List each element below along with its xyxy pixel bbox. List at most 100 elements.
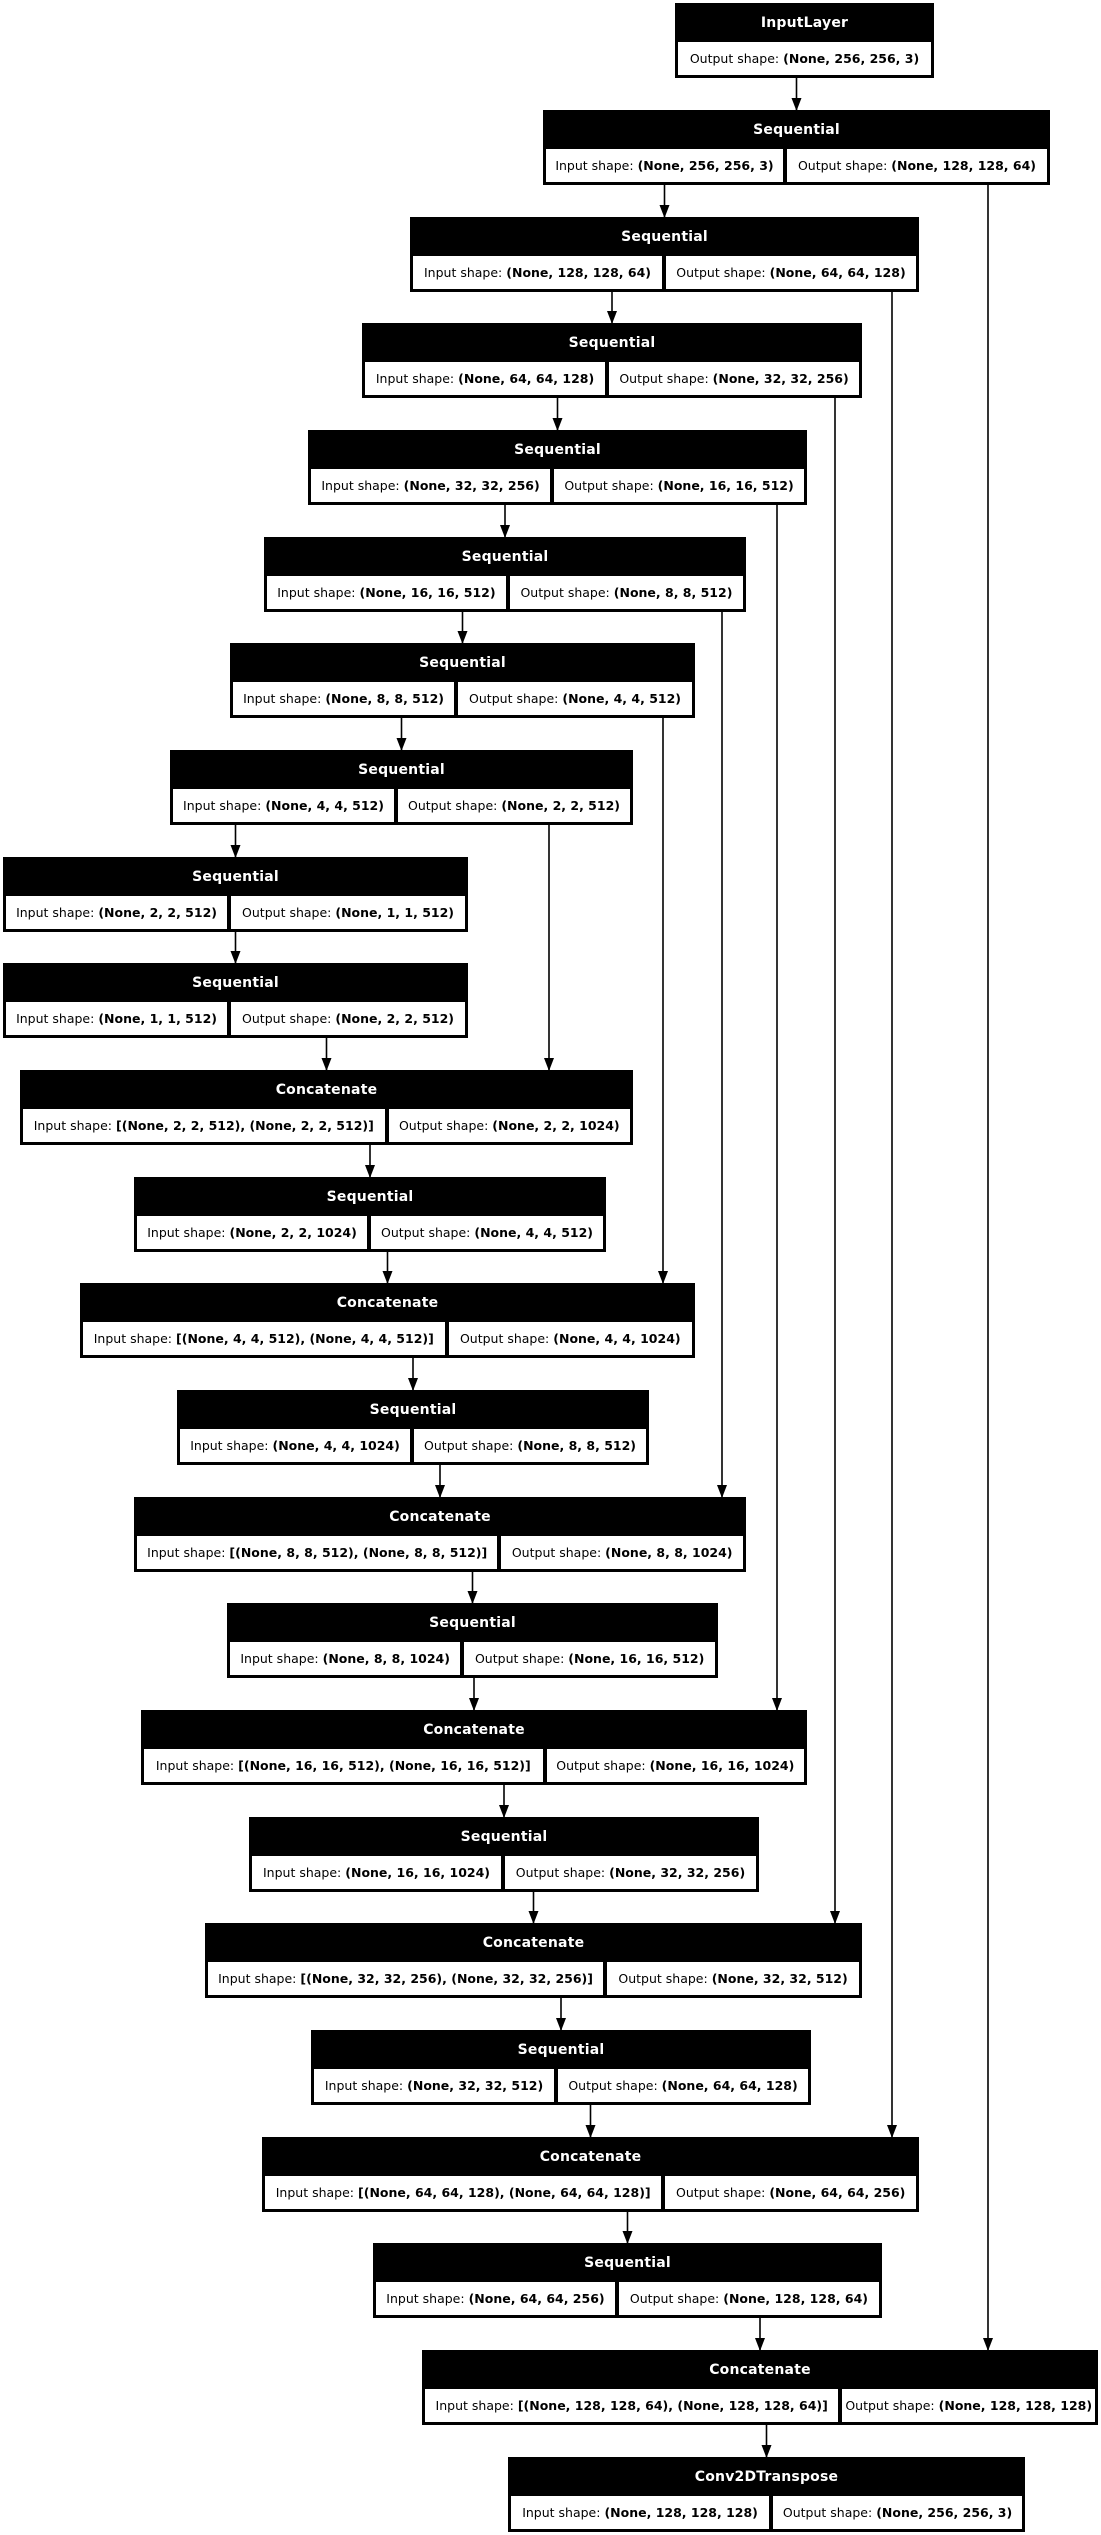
shape-label: Output shape:	[459, 1331, 550, 1346]
shape-cells: Input shape:(None, 4, 4, 512)Output shap…	[173, 789, 630, 822]
output-shape-cell: Output shape:(None, 8, 8, 512)	[509, 576, 743, 609]
shape-cells: Input shape:[(None, 32, 32, 256), (None,…	[208, 1962, 859, 1995]
shape-value: (None, 64, 64, 128)	[661, 2078, 798, 2093]
output-shape-cell: Output shape:(None, 2, 2, 512)	[231, 1002, 465, 1035]
output-shape-cell: Output shape:(None, 64, 64, 128)	[558, 2069, 808, 2102]
shape-value: (None, 4, 4, 1024)	[553, 1331, 681, 1346]
shape-label: Input shape:	[218, 1971, 297, 1986]
output-shape-cell: Output shape:(None, 16, 16, 512)	[554, 469, 804, 502]
shape-label: Output shape:	[242, 1011, 332, 1026]
shape-label: Input shape:	[147, 1225, 226, 1240]
shape-cells: Input shape:[(None, 128, 128, 64), (None…	[425, 2389, 1095, 2422]
layer-title: Conv2DTranspose	[694, 2468, 839, 2485]
shape-label: Input shape:	[33, 1118, 113, 1133]
shape-value: (None, 2, 2, 1024)	[229, 1225, 357, 1240]
shape-label: Input shape:	[275, 2185, 355, 2200]
input-shape-cell: Input shape:(None, 64, 64, 256)	[376, 2282, 615, 2315]
layer-title: Sequential	[192, 868, 279, 885]
shape-value: [(None, 64, 64, 128), (None, 64, 64, 128…	[358, 2185, 651, 2200]
shape-label: Input shape:	[147, 1545, 226, 1560]
input-shape-cell: Input shape:(None, 32, 32, 256)	[311, 469, 551, 502]
layer-title: Sequential	[461, 548, 549, 565]
shape-value: (None, 64, 64, 256)	[468, 2291, 605, 2306]
input-shape-cell: Input shape:(None, 8, 8, 512)	[233, 682, 455, 715]
input-shape-cell: Input shape:(None, 8, 8, 1024)	[230, 1642, 461, 1675]
shape-label: Input shape:	[240, 1651, 319, 1666]
shape-label: Input shape:	[386, 2291, 465, 2306]
shape-value: (None, 2, 2, 512)	[98, 905, 217, 920]
shape-cells: Input shape:(None, 256, 256, 3)Output sh…	[546, 149, 1047, 182]
output-shape-cell: Output shape:(None, 8, 8, 1024)	[501, 1536, 743, 1569]
layer-title: Sequential	[429, 1614, 516, 1631]
shape-label: Output shape:	[424, 1438, 514, 1453]
layer-title: Sequential	[326, 1188, 414, 1205]
shape-label: Input shape:	[324, 2078, 404, 2093]
shape-value: [(None, 32, 32, 256), (None, 32, 32, 256…	[300, 1971, 593, 1986]
shape-label: Input shape:	[522, 2505, 601, 2520]
shape-value: (None, 128, 128, 64)	[506, 265, 651, 280]
shape-cells: Input shape:(None, 8, 8, 512)Output shap…	[233, 682, 692, 715]
shape-value: [(None, 128, 128, 64), (None, 128, 128, …	[517, 2398, 828, 2413]
layer-title: Sequential	[419, 654, 506, 671]
shape-cells: Input shape:[(None, 4, 4, 512), (None, 4…	[83, 1322, 692, 1355]
shape-value: (None, 128, 128, 64)	[891, 158, 1037, 173]
shape-cells: Input shape:(None, 128, 128, 128) Output …	[511, 2496, 1022, 2529]
input-shape-cell: Input shape:[(None, 32, 32, 256), (None,…	[208, 1962, 604, 1995]
input-shape-cell: Input shape:[(None, 64, 64, 128), (None,…	[265, 2176, 662, 2209]
shape-label: Output shape:	[629, 2291, 720, 2306]
shape-value: (None, 128, 128, 64)	[723, 2291, 868, 2306]
shape-value: (None, 64, 64, 128)	[458, 371, 595, 386]
shape-label: Output shape:	[676, 2185, 766, 2200]
shape-value: [(None, 16, 16, 512), (None, 16, 16, 512…	[238, 1758, 531, 1773]
shape-value: (None, 128, 128, 128)	[604, 2505, 758, 2520]
shape-value: (None, 256, 256, 3)	[783, 51, 920, 66]
shape-label: Input shape:	[183, 798, 262, 813]
shape-label: Output shape:	[782, 2505, 873, 2520]
shape-label: Output shape:	[556, 1758, 646, 1773]
shape-label: Output shape:	[845, 2398, 935, 2413]
shape-label: Output shape:	[619, 371, 709, 386]
shape-label: Output shape:	[408, 798, 498, 813]
layer-title: Concatenate	[482, 1934, 585, 1951]
shape-value: (None, 16, 16, 512)	[568, 1651, 705, 1666]
layer-title: Sequential	[514, 441, 601, 458]
layer-title: Concatenate	[275, 1081, 378, 1098]
shape-value: (None, 16, 16, 512)	[359, 585, 496, 600]
shape-value: (None, 64, 64, 128)	[769, 265, 906, 280]
shape-value: (None, 4, 4, 512)	[474, 1225, 594, 1240]
output-shape-cell: Output shape:(None, 4, 4, 512)	[458, 682, 692, 715]
shape-label: Output shape:	[618, 1971, 708, 1986]
output-shape-cell: Output shape:(None, 16, 16, 512)	[464, 1642, 715, 1675]
shape-value: (None, 128, 128, 128)	[938, 2398, 1093, 2413]
shape-label: Output shape:	[381, 1225, 471, 1240]
shape-cells: Input shape:[(None, 2, 2, 512), (None, 2…	[23, 1109, 630, 1142]
output-shape-cell: Output shape:(None, 256, 256, 3)	[678, 42, 931, 75]
shape-value: (None, 16, 16, 1024)	[649, 1758, 795, 1773]
shape-label: Output shape:	[515, 1865, 606, 1880]
shape-label: Input shape:	[155, 1758, 235, 1773]
shape-value: (None, 256, 256, 3)	[637, 158, 774, 173]
shape-value: (None, 8, 8, 1024)	[605, 1545, 733, 1560]
shape-label: Output shape:	[474, 1651, 565, 1666]
shape-label: Input shape:	[435, 2398, 514, 2413]
input-shape-cell: Input shape:[(None, 16, 16, 512), (None,…	[144, 1749, 543, 1782]
shape-value: (None, 1, 1, 512)	[98, 1011, 217, 1026]
shape-cells: Input shape:(None, 64, 64, 256) Output sh…	[376, 2282, 879, 2315]
shape-value: (None, 2, 2, 1024)	[492, 1118, 620, 1133]
shape-label: Output shape:	[689, 51, 780, 66]
shape-value: (None, 256, 256, 3)	[876, 2505, 1013, 2520]
input-shape-cell: Input shape:(None, 2, 2, 1024)	[137, 1216, 368, 1249]
layer-title: Concatenate	[336, 1294, 439, 1311]
input-shape-cell: Input shape:[(None, 4, 4, 512), (None, 4…	[83, 1322, 445, 1355]
shape-value: (None, 4, 4, 512)	[562, 691, 682, 706]
shape-cells: Input shape:(None, 32, 32, 512)Output sh…	[314, 2069, 808, 2102]
